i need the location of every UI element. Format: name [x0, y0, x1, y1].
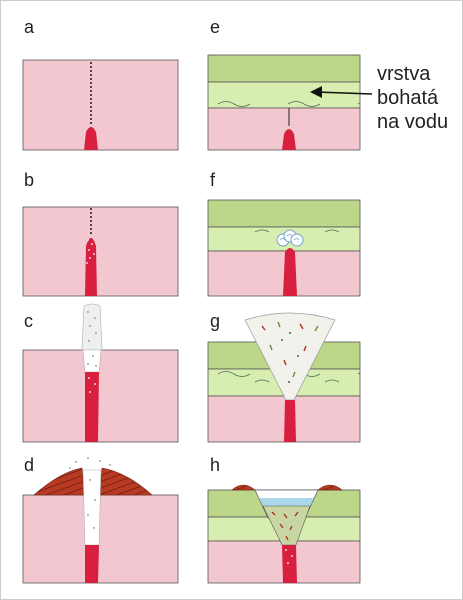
- panel-c-magma-dike: [85, 372, 99, 442]
- panel-b-bedrock: [22, 206, 179, 297]
- panel-h-gas-bubbles: [285, 549, 293, 564]
- panel-d-label: d: [24, 455, 34, 475]
- panel-h-crater-lake: [259, 498, 314, 506]
- panel-h-breccia-fragments: [271, 511, 299, 541]
- panel-b-magma-dike: [85, 238, 97, 296]
- panel-c-eruption-column: [81, 303, 103, 351]
- panel-d-conduit: [82, 469, 102, 546]
- callout-arrow-head: [310, 86, 322, 98]
- panel-h-tuff-ring-left: [231, 484, 256, 491]
- panel-c-ash-dots: [87, 311, 97, 367]
- panel-e-cap-layer: [207, 54, 361, 83]
- panel-g-ejecta-fragments: [261, 321, 319, 383]
- panel-d-tuff-ring-left: [33, 467, 85, 496]
- panel-f-label: f: [210, 170, 216, 190]
- panel-c-gas-bubbles: [88, 377, 96, 393]
- callout-line-1: vrstva: [377, 63, 431, 85]
- panel-c-conduit: [82, 349, 102, 373]
- panel-d-magma-dike: [85, 545, 99, 583]
- panel-f: f: [207, 170, 361, 297]
- panel-c: c: [22, 303, 179, 443]
- panel-d-bedrock: [22, 494, 179, 584]
- panel-g-bedrock: [207, 395, 361, 443]
- panel-h: h: [207, 455, 361, 584]
- panel-d-tuff-ring-right: [99, 467, 153, 496]
- panel-g-eruption-cone: [244, 312, 336, 401]
- panel-e-magma-dike: [282, 129, 296, 150]
- panel-a-magma-dike: [84, 127, 98, 150]
- panel-a: a: [22, 17, 179, 151]
- panel-f-steam-explosion: [276, 229, 304, 247]
- panel-g: g: [207, 311, 361, 443]
- panel-a-label: a: [24, 17, 35, 37]
- panel-c-label: c: [24, 311, 33, 331]
- panel-g-magma-dike: [284, 400, 296, 442]
- panel-h-tuff-ring-right: [317, 484, 343, 491]
- callout-line-3: na vodu: [377, 111, 448, 133]
- panel-f-cap-layer: [207, 199, 361, 228]
- panel-b: b: [22, 170, 179, 297]
- panel-e-label: e: [210, 17, 220, 37]
- panel-e: e vrstva bohatá na vodu: [207, 17, 448, 151]
- callout-arrow-line: [315, 91, 373, 95]
- panel-c-bedrock: [22, 349, 179, 443]
- panel-h-label: h: [210, 455, 220, 475]
- callout-line-2: bohatá: [377, 87, 439, 109]
- panel-f-magma-dike: [283, 248, 297, 296]
- panel-b-label: b: [24, 170, 34, 190]
- panel-e-water-waves: [208, 82, 360, 108]
- panel-a-bedrock: [22, 59, 179, 151]
- panel-g-label: g: [210, 311, 220, 331]
- panel-b-gas-bubbles: [86, 239, 95, 264]
- panel-h-magma-dike: [282, 545, 297, 583]
- panel-d-ash-dots: [69, 457, 111, 529]
- panel-d: d: [22, 455, 179, 584]
